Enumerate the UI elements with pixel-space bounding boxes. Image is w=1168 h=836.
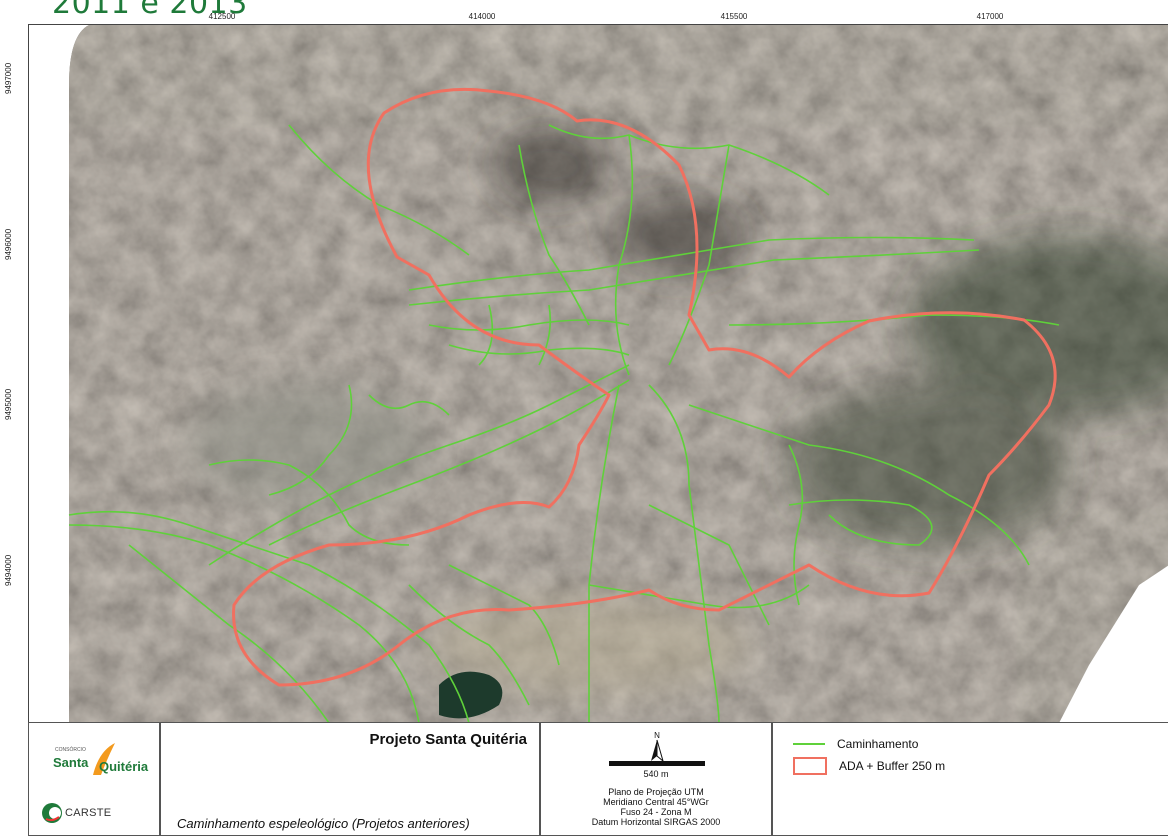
reservoir: [439, 671, 503, 719]
y-tick-label: 9494000: [4, 554, 13, 586]
map-view[interactable]: [28, 24, 1168, 724]
x-tick-label: 414000: [468, 12, 496, 21]
polygon-symbol: [793, 757, 827, 775]
legend-panel: Caminhamento ADA + Buffer 250 m: [772, 722, 1168, 836]
ada-buffer-polygon: [232, 87, 1057, 687]
carste-icon: [42, 803, 62, 823]
y-tick-label: 9496000: [4, 228, 13, 260]
y-tick-label: 9497000: [4, 62, 13, 94]
satellite-map: [29, 25, 1168, 723]
scale-label: 540 m: [643, 769, 669, 779]
map-subtitle: Caminhamento espeleológico (Projetos ant…: [177, 816, 470, 831]
legend-item-ada-buffer: ADA + Buffer 250 m: [793, 757, 945, 775]
map-heading: 2011 e 2013: [52, 0, 248, 21]
santa-quiteria-logo: consórcio Santa Quitéria: [49, 739, 149, 789]
track-line-symbol: [793, 743, 825, 745]
project-title: Projeto Santa Quitéria: [369, 731, 527, 748]
scale-panel: N 540 m Plano de Projeção UTM Meridiano …: [540, 722, 772, 836]
projection-info: Plano de Projeção UTM Meridiano Central …: [591, 787, 721, 827]
caminhamento-tracks: [68, 124, 1060, 723]
x-tick-label: 417000: [976, 12, 1004, 21]
y-tick-label: 9495000: [4, 388, 13, 420]
svg-text:N: N: [654, 731, 660, 740]
north-arrow-icon: N: [651, 731, 664, 763]
logo-panel: consórcio Santa Quitéria CARSTE: [28, 722, 160, 836]
title-panel: Projeto Santa Quitéria Caminhamento espe…: [160, 722, 540, 836]
x-tick-label: 415500: [720, 12, 748, 21]
scale-bar: [609, 761, 705, 766]
satellite-imagery: [69, 25, 1168, 723]
x-tick-label: 412500: [208, 12, 236, 21]
carste-logo: CARSTE: [41, 801, 111, 825]
legend-item-caminhamento: Caminhamento: [793, 737, 918, 751]
